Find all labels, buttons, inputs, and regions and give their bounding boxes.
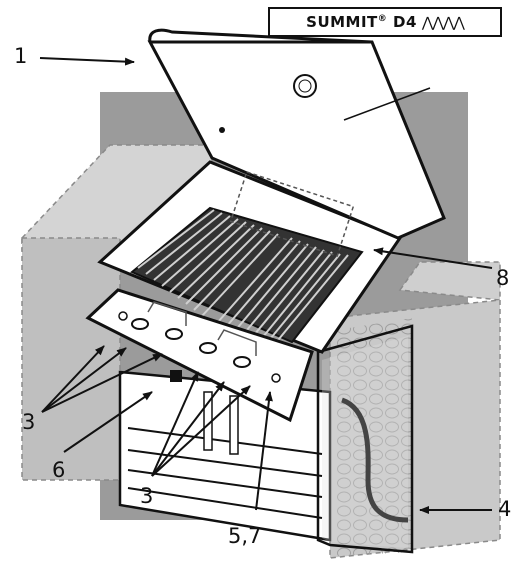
- cooking-grates: [130, 171, 364, 346]
- gas-hose: [340, 397, 409, 523]
- callout-3-left: 3: [22, 410, 36, 434]
- callout-1: 1: [14, 44, 28, 68]
- callout-leaders: [39, 57, 493, 514]
- control-panel: [85, 288, 314, 423]
- callout-3-center: 3: [140, 484, 154, 508]
- grill-lid: [147, 28, 446, 240]
- lid-thermometer: [293, 74, 317, 98]
- flame-icons: ⋀⋀⋀⋀: [421, 13, 465, 30]
- cart-side-panel: [316, 324, 414, 554]
- callout-4: 4: [498, 497, 512, 521]
- model-badge: SUMMIT® D4 ⋀⋀⋀⋀: [268, 7, 502, 37]
- burner-knobs: [131, 318, 251, 368]
- callout-5-7: 5,7: [228, 524, 262, 548]
- callout-6: 6: [52, 458, 66, 482]
- callout-8: 8: [496, 266, 510, 290]
- badge-brand: SUMMIT® D4: [306, 13, 417, 31]
- right-island-outline: [329, 261, 501, 559]
